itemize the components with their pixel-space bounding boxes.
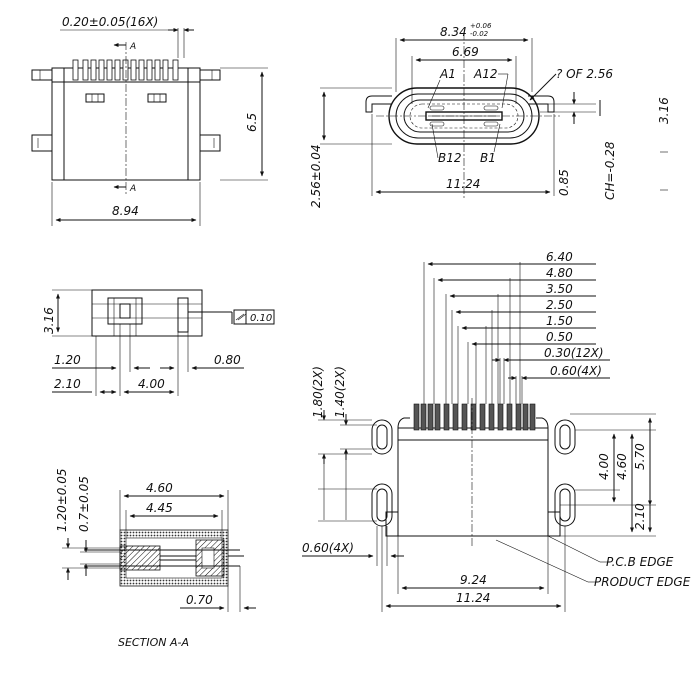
pitch-label-0-60: 0.60(4X) (550, 364, 602, 378)
dim-2-10: 2.10 (633, 503, 647, 530)
pcb-body-outline (397, 427, 549, 537)
section-dim-4-60: 4.60 (146, 481, 173, 495)
pitch-label-1-50: 1.50 (546, 314, 573, 328)
socket-offset-label: 0.85 (557, 169, 571, 196)
section-mark-bottom: A (129, 184, 136, 194)
pitch-label-0-30: 0.30(12X) (544, 346, 604, 360)
side-dim-2-10: 2.10 (54, 377, 81, 391)
socket-chamfer-label: CH=-0.28 (603, 141, 617, 200)
mounting-holes (371, 419, 576, 527)
front-width-label: 8.94 (112, 204, 139, 218)
pitch-label-3-50: 3.50 (546, 282, 573, 296)
section-dim-0-70: 0.70 (186, 593, 213, 607)
socket-face-view: 8.34 +0.06 -0.02 6.69 A1 A12 B12 B1 ? OF… (309, 22, 671, 208)
front-height-label: 6.5 (245, 113, 259, 132)
dim-1-80-2x: 1.80(2X) (311, 366, 325, 418)
section-mark-top: A (129, 42, 136, 52)
socket-outer-width-nominal: 8.34 (440, 25, 467, 39)
pin-a1-label: A1 (439, 67, 456, 81)
socket-inner-width: 6.69 (452, 45, 479, 59)
side-dim-4-00: 4.00 (138, 377, 165, 391)
pcb-layout-view: 6.40 4.80 3.50 2.50 1.50 0.50 0.30(12X) … (302, 250, 691, 612)
pitch-label-4-80: 4.80 (546, 266, 573, 280)
product-edge-label: PRODUCT EDGE (594, 575, 691, 589)
section-a-a-view: 1.20±0.05 0.7±0.05 4.60 4.45 0.70 SECTIO… (55, 469, 256, 649)
pin-b12-label: B12 (438, 151, 462, 165)
dim-4-60: 4.60 (615, 453, 629, 480)
socket-outer-width-tol-plus: +0.06 (470, 22, 492, 30)
dim-4-00: 4.00 (597, 453, 611, 480)
pitch-label-0-50: 0.50 (546, 330, 573, 344)
pin-pitch-label: 0.20±0.05(16X) (62, 15, 158, 29)
socket-height-label: 2.56±0.04 (309, 145, 323, 209)
socket-radius-label: ? OF 2.56 (556, 67, 613, 81)
pin-a12-label: A12 (473, 67, 497, 81)
flatness-frame (233, 309, 275, 325)
section-dim-4-45: 4.45 (146, 501, 173, 515)
front-view: A A 0.20±0.05(16X) 6.5 8.94 (31, 15, 268, 226)
section-dim-0-7: 0.7±0.05 (77, 476, 91, 532)
side-dim-1-20: 1.20 (54, 353, 81, 367)
pcb-edge-label: P.C.B EDGE (606, 555, 674, 569)
dim-9-24: 9.24 (460, 573, 487, 587)
signal-pad-row (413, 403, 536, 431)
socket-width-label: 11.24 (446, 177, 480, 191)
dim-11-24: 11.24 (456, 591, 490, 605)
front-pin-row (72, 59, 179, 81)
side-dim-0-80: 0.80 (214, 353, 241, 367)
socket-outer-width-tol-minus: -0.02 (470, 30, 489, 38)
dim-1-40-2x: 1.40(2X) (333, 366, 347, 418)
section-dim-1-20: 1.20±0.05 (55, 469, 69, 533)
side-body-outline (91, 289, 203, 337)
pitch-label-2-50: 2.50 (546, 298, 573, 312)
side-view: 0.10 3.16 1.20 0.80 2.10 4.00 (42, 289, 275, 396)
section-caption: SECTION A-A (118, 636, 189, 649)
socket-edge-label: 3.16 (657, 97, 671, 124)
dim-0-60-4x: 0.60(4X) (302, 541, 354, 555)
dim-5-70: 5.70 (633, 443, 647, 470)
side-height-label: 3.16 (42, 307, 56, 334)
flatness-label: 0.10 (250, 313, 272, 324)
pin-b1-label: B1 (480, 151, 496, 165)
pitch-label-6-40: 6.40 (546, 250, 573, 264)
